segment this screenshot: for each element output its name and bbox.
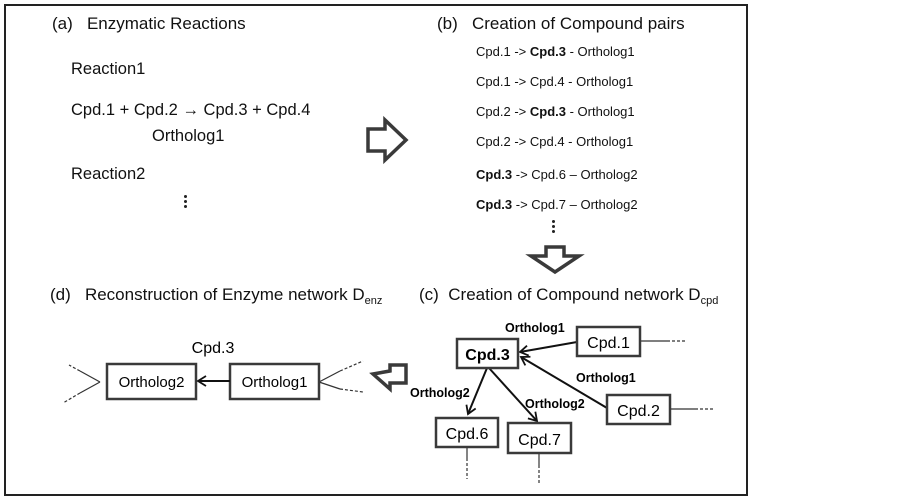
edge-label-cpd3: Cpd.3 xyxy=(192,340,235,357)
panel-a-title-text: Enzymatic Reactions xyxy=(86,14,246,33)
figure-frame xyxy=(4,4,748,496)
panel-d-title: (d) Reconstruction of Enzyme network Den… xyxy=(50,285,382,307)
node-cpd7 xyxy=(506,421,573,455)
panel-c-tag: (c) xyxy=(419,285,439,304)
pair-from: Cpd.2 xyxy=(476,104,511,119)
edge-cpd3-to-cpd7 xyxy=(488,367,539,423)
pair-separator: – xyxy=(565,197,581,212)
panel-a-title: (a) Enzymatic Reactions xyxy=(52,14,246,34)
node-cpd1-label: Cpd.1 xyxy=(587,335,630,352)
pair-to: Cpd.3 xyxy=(529,104,566,119)
panel-d-tag: (d) xyxy=(50,285,71,304)
pair-enzyme: Ortholog2 xyxy=(580,167,638,182)
pair-arrow: -> xyxy=(512,167,532,182)
down-outline-arrow-icon xyxy=(525,245,585,275)
right-outline-arrow-icon xyxy=(366,115,409,165)
edge-cpd1-to-cpd3 xyxy=(518,341,578,357)
pair-to: Cpd.6 xyxy=(531,167,566,182)
compound-pair-row: Cpd.2 -> Cpd.4 - Ortholog1 xyxy=(476,134,633,149)
edge-label-cpd1-cpd3: Ortholog1 xyxy=(505,321,565,335)
pair-from: Cpd.2 xyxy=(476,134,511,149)
node-cpd3 xyxy=(455,337,520,370)
left-outline-arrow-icon xyxy=(369,363,408,393)
pair-enzyme: Ortholog1 xyxy=(577,44,635,59)
continuation-dots-a xyxy=(184,193,187,210)
reaction1-label: Reaction1 xyxy=(71,60,146,78)
node-cpd2-label: Cpd.2 xyxy=(617,403,660,420)
pair-enzyme: Ortholog1 xyxy=(576,134,634,149)
compound-pair-row: Cpd.3 -> Cpd.7 – Ortholog2 xyxy=(476,197,638,212)
panel-a-tag: (a) xyxy=(52,14,73,33)
ortholog1-outgoing-dashed-edges xyxy=(318,360,364,393)
node-ortholog1-label: Ortholog1 xyxy=(242,374,308,391)
node-cpd1 xyxy=(575,325,642,358)
pair-to: Cpd.4 xyxy=(529,134,565,149)
pair-enzyme: Ortholog1 xyxy=(576,74,634,89)
pair-arrow: -> xyxy=(510,74,530,89)
panel-b-title: (b) Creation of Compound pairs xyxy=(437,14,685,34)
pair-separator: - xyxy=(565,104,578,119)
reaction1-equation: Cpd.1 + Cpd.2 → Cpd.3 + Cpd.4 xyxy=(71,101,311,119)
ortholog2-incoming-dashed-edges xyxy=(62,364,101,404)
edge-label-cpd3-cpd7: Ortholog2 xyxy=(525,397,585,411)
node-cpd7-label: Cpd.7 xyxy=(518,432,561,449)
pair-to: Cpd.4 xyxy=(529,74,565,89)
edge-cpd2-to-cpd3 xyxy=(519,355,608,409)
pair-separator: – xyxy=(565,167,581,182)
pair-separator: - xyxy=(564,134,577,149)
compound-pair-row: Cpd.3 -> Cpd.6 – Ortholog2 xyxy=(476,167,638,182)
pair-arrow: -> xyxy=(512,197,532,212)
pair-enzyme: Ortholog1 xyxy=(577,104,635,119)
node-cpd3-label: Cpd.3 xyxy=(465,347,510,364)
pair-to: Cpd.3 xyxy=(529,44,566,59)
node-ortholog2-label: Ortholog2 xyxy=(119,374,185,391)
pair-arrow: -> xyxy=(510,104,530,119)
pair-from: Cpd.1 xyxy=(476,74,511,89)
pair-from: Cpd.1 xyxy=(476,44,511,59)
edge-cpd3-to-cpd6 xyxy=(465,367,488,416)
panel-d-title-text: Reconstruction of Enzyme network D xyxy=(84,285,365,304)
panel-b-title-text: Creation of Compound pairs xyxy=(471,14,685,33)
edge-label-cpd3-cpd6: Ortholog2 xyxy=(410,386,470,400)
panel-c-title-subscript: cpd xyxy=(700,295,719,307)
pair-to: Cpd.7 xyxy=(531,197,566,212)
pair-arrow: -> xyxy=(510,134,530,149)
pair-arrow: -> xyxy=(510,44,530,59)
node-cpd6-label: Cpd.6 xyxy=(446,426,489,443)
panel-b-tag: (b) xyxy=(437,14,458,33)
node-ortholog2 xyxy=(105,362,198,401)
reaction1-enzyme: Ortholog1 xyxy=(152,127,225,145)
pair-enzyme: Ortholog2 xyxy=(580,197,638,212)
continuation-dots-b xyxy=(552,218,555,235)
reaction2-label: Reaction2 xyxy=(71,165,146,183)
compound-pair-row: Cpd.1 -> Cpd.4 - Ortholog1 xyxy=(476,74,633,89)
node-cpd6 xyxy=(434,416,500,449)
compound-pair-row: Cpd.1 -> Cpd.3 - Ortholog1 xyxy=(476,44,635,59)
edge-label-cpd2-cpd3: Ortholog1 xyxy=(576,371,636,385)
panel-c-title-text: Creation of Compound network D xyxy=(448,285,701,304)
panel-d-title-subscript: enz xyxy=(364,295,383,307)
pair-from: Cpd.3 xyxy=(476,197,513,212)
pair-from: Cpd.3 xyxy=(476,167,513,182)
panel-c-title: (c) Creation of Compound network Dcpd xyxy=(419,285,718,307)
pair-separator: - xyxy=(565,44,578,59)
node-cpd2 xyxy=(605,393,672,426)
pair-separator: - xyxy=(564,74,577,89)
compound-pair-row: Cpd.2 -> Cpd.3 - Ortholog1 xyxy=(476,104,635,119)
